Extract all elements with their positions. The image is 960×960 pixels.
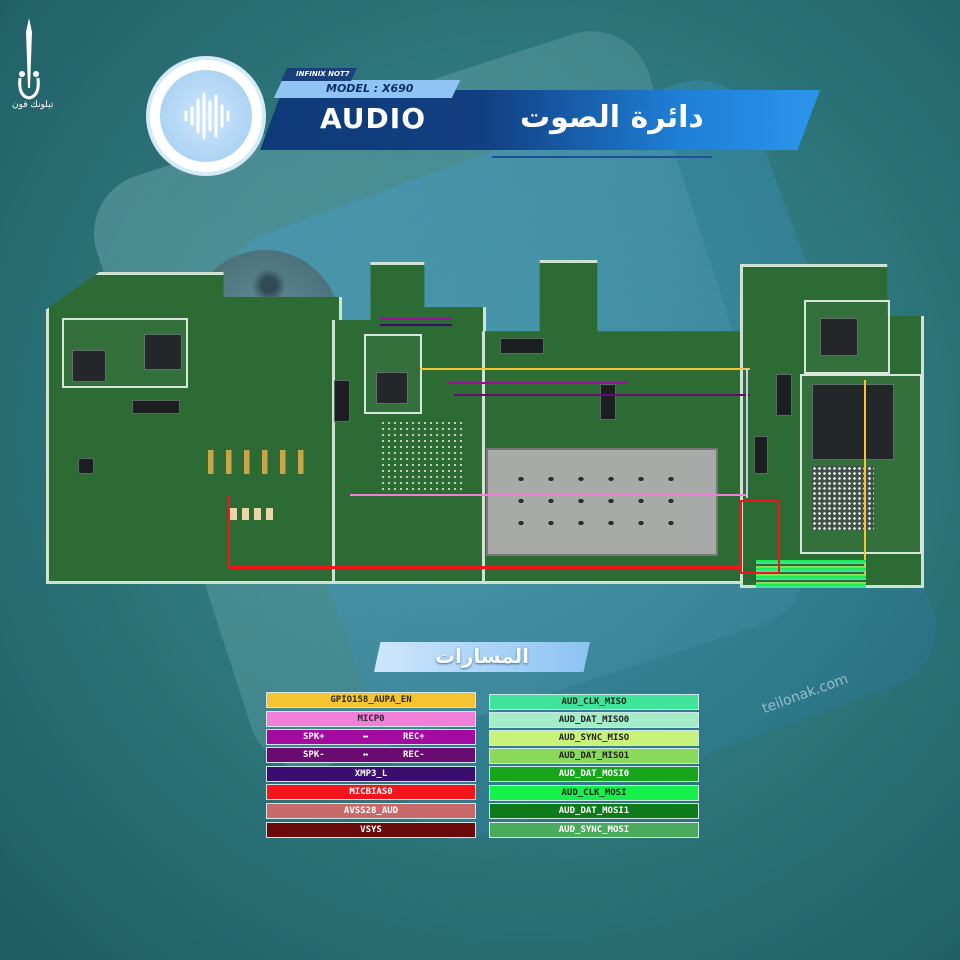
trace-gpio158	[864, 380, 866, 580]
pcb-left-section	[46, 272, 342, 584]
shield-frame	[800, 374, 922, 554]
legend-title: المسارات	[434, 644, 530, 668]
audio-badge	[150, 60, 262, 172]
connector	[334, 380, 350, 422]
trace-xmp3-l	[380, 324, 452, 326]
header-band	[260, 90, 820, 150]
shield-frame	[804, 300, 890, 374]
legend-item-aud-dat-mosi1: AUD_DAT_MOSI1	[489, 803, 699, 819]
trace-spk-minus	[454, 394, 750, 396]
legend-title-tag	[374, 642, 590, 672]
ic-chip	[78, 458, 94, 474]
cpu-chip	[812, 384, 894, 460]
brand-model-label: INFINIX NOT7	[296, 70, 350, 78]
gold-contact-pads	[230, 508, 278, 520]
trace-micbias0	[230, 566, 740, 569]
connector	[754, 436, 768, 474]
connector	[600, 384, 616, 420]
connector	[776, 374, 792, 416]
legend-item-vsys: VSYS	[266, 822, 476, 838]
ic-chip	[376, 372, 408, 404]
logo-caption: تيلونك فون	[12, 100, 54, 110]
legend-item-aud-sync-mosi: AUD_SYNC_MOSI	[489, 822, 699, 838]
calligraphy-logo-icon	[18, 18, 40, 100]
ic-chip	[144, 334, 182, 370]
legend-item-aud-sync-miso: AUD_SYNC_MISO	[489, 730, 699, 746]
trace-micbias0	[228, 496, 230, 568]
sim-card-tray	[486, 448, 718, 556]
shield-frame	[62, 318, 188, 388]
legend-item-aud-clk-miso: AUD_CLK_MISO	[489, 694, 699, 710]
sound-wave-icon	[184, 92, 230, 140]
legend-item-xmp3-l: XMP3_L	[266, 766, 476, 782]
page-title-en: AUDIO	[320, 102, 427, 135]
gold-contact-pads	[208, 450, 308, 474]
legend-item-aud-dat-mosi0: AUD_DAT_MOSI0	[489, 766, 699, 782]
legend-item-micbias0: MICBIAS0	[266, 784, 476, 800]
legend-item-aud-dat-miso1: AUD_DAT_MISO1	[489, 748, 699, 764]
trace-micp0	[350, 494, 746, 496]
ic-chip	[820, 318, 858, 356]
trace-gpio158	[420, 368, 750, 370]
trace-spk-plus	[448, 382, 628, 384]
page-title-ar: دائرة الصوت	[520, 100, 704, 135]
trace-aud-bus	[756, 560, 866, 588]
trace-avss28	[740, 500, 780, 574]
bga-pad-area	[812, 466, 874, 530]
connector	[500, 338, 544, 354]
bga-pad-area	[380, 420, 466, 490]
trace-rec-plus	[380, 318, 452, 320]
brand-logo	[14, 18, 44, 108]
legend-item-aud-dat-miso0: AUD_DAT_MISO0	[489, 712, 699, 728]
connector	[132, 400, 180, 414]
legend-item-avss28-aud: AVSS28_AUD	[266, 803, 476, 819]
legend-item-spk-minus-rec-minus: SPK-↔REC-	[266, 747, 476, 763]
legend-item-aud-clk-mosi: AUD_CLK_MOSI	[489, 785, 699, 801]
legend-item-gpio158-aupa-en: GPIO158_AUPA_EN	[266, 692, 476, 708]
legend-item-spk-plus-rec-plus: SPK+↔REC+	[266, 729, 476, 745]
ic-chip	[72, 350, 106, 382]
trace-audio-path	[746, 368, 748, 498]
legend-item-micp0: MICP0	[266, 711, 476, 727]
header-underline	[492, 156, 712, 158]
shield-frame	[364, 334, 422, 414]
model-label: MODEL : X690	[326, 82, 414, 95]
